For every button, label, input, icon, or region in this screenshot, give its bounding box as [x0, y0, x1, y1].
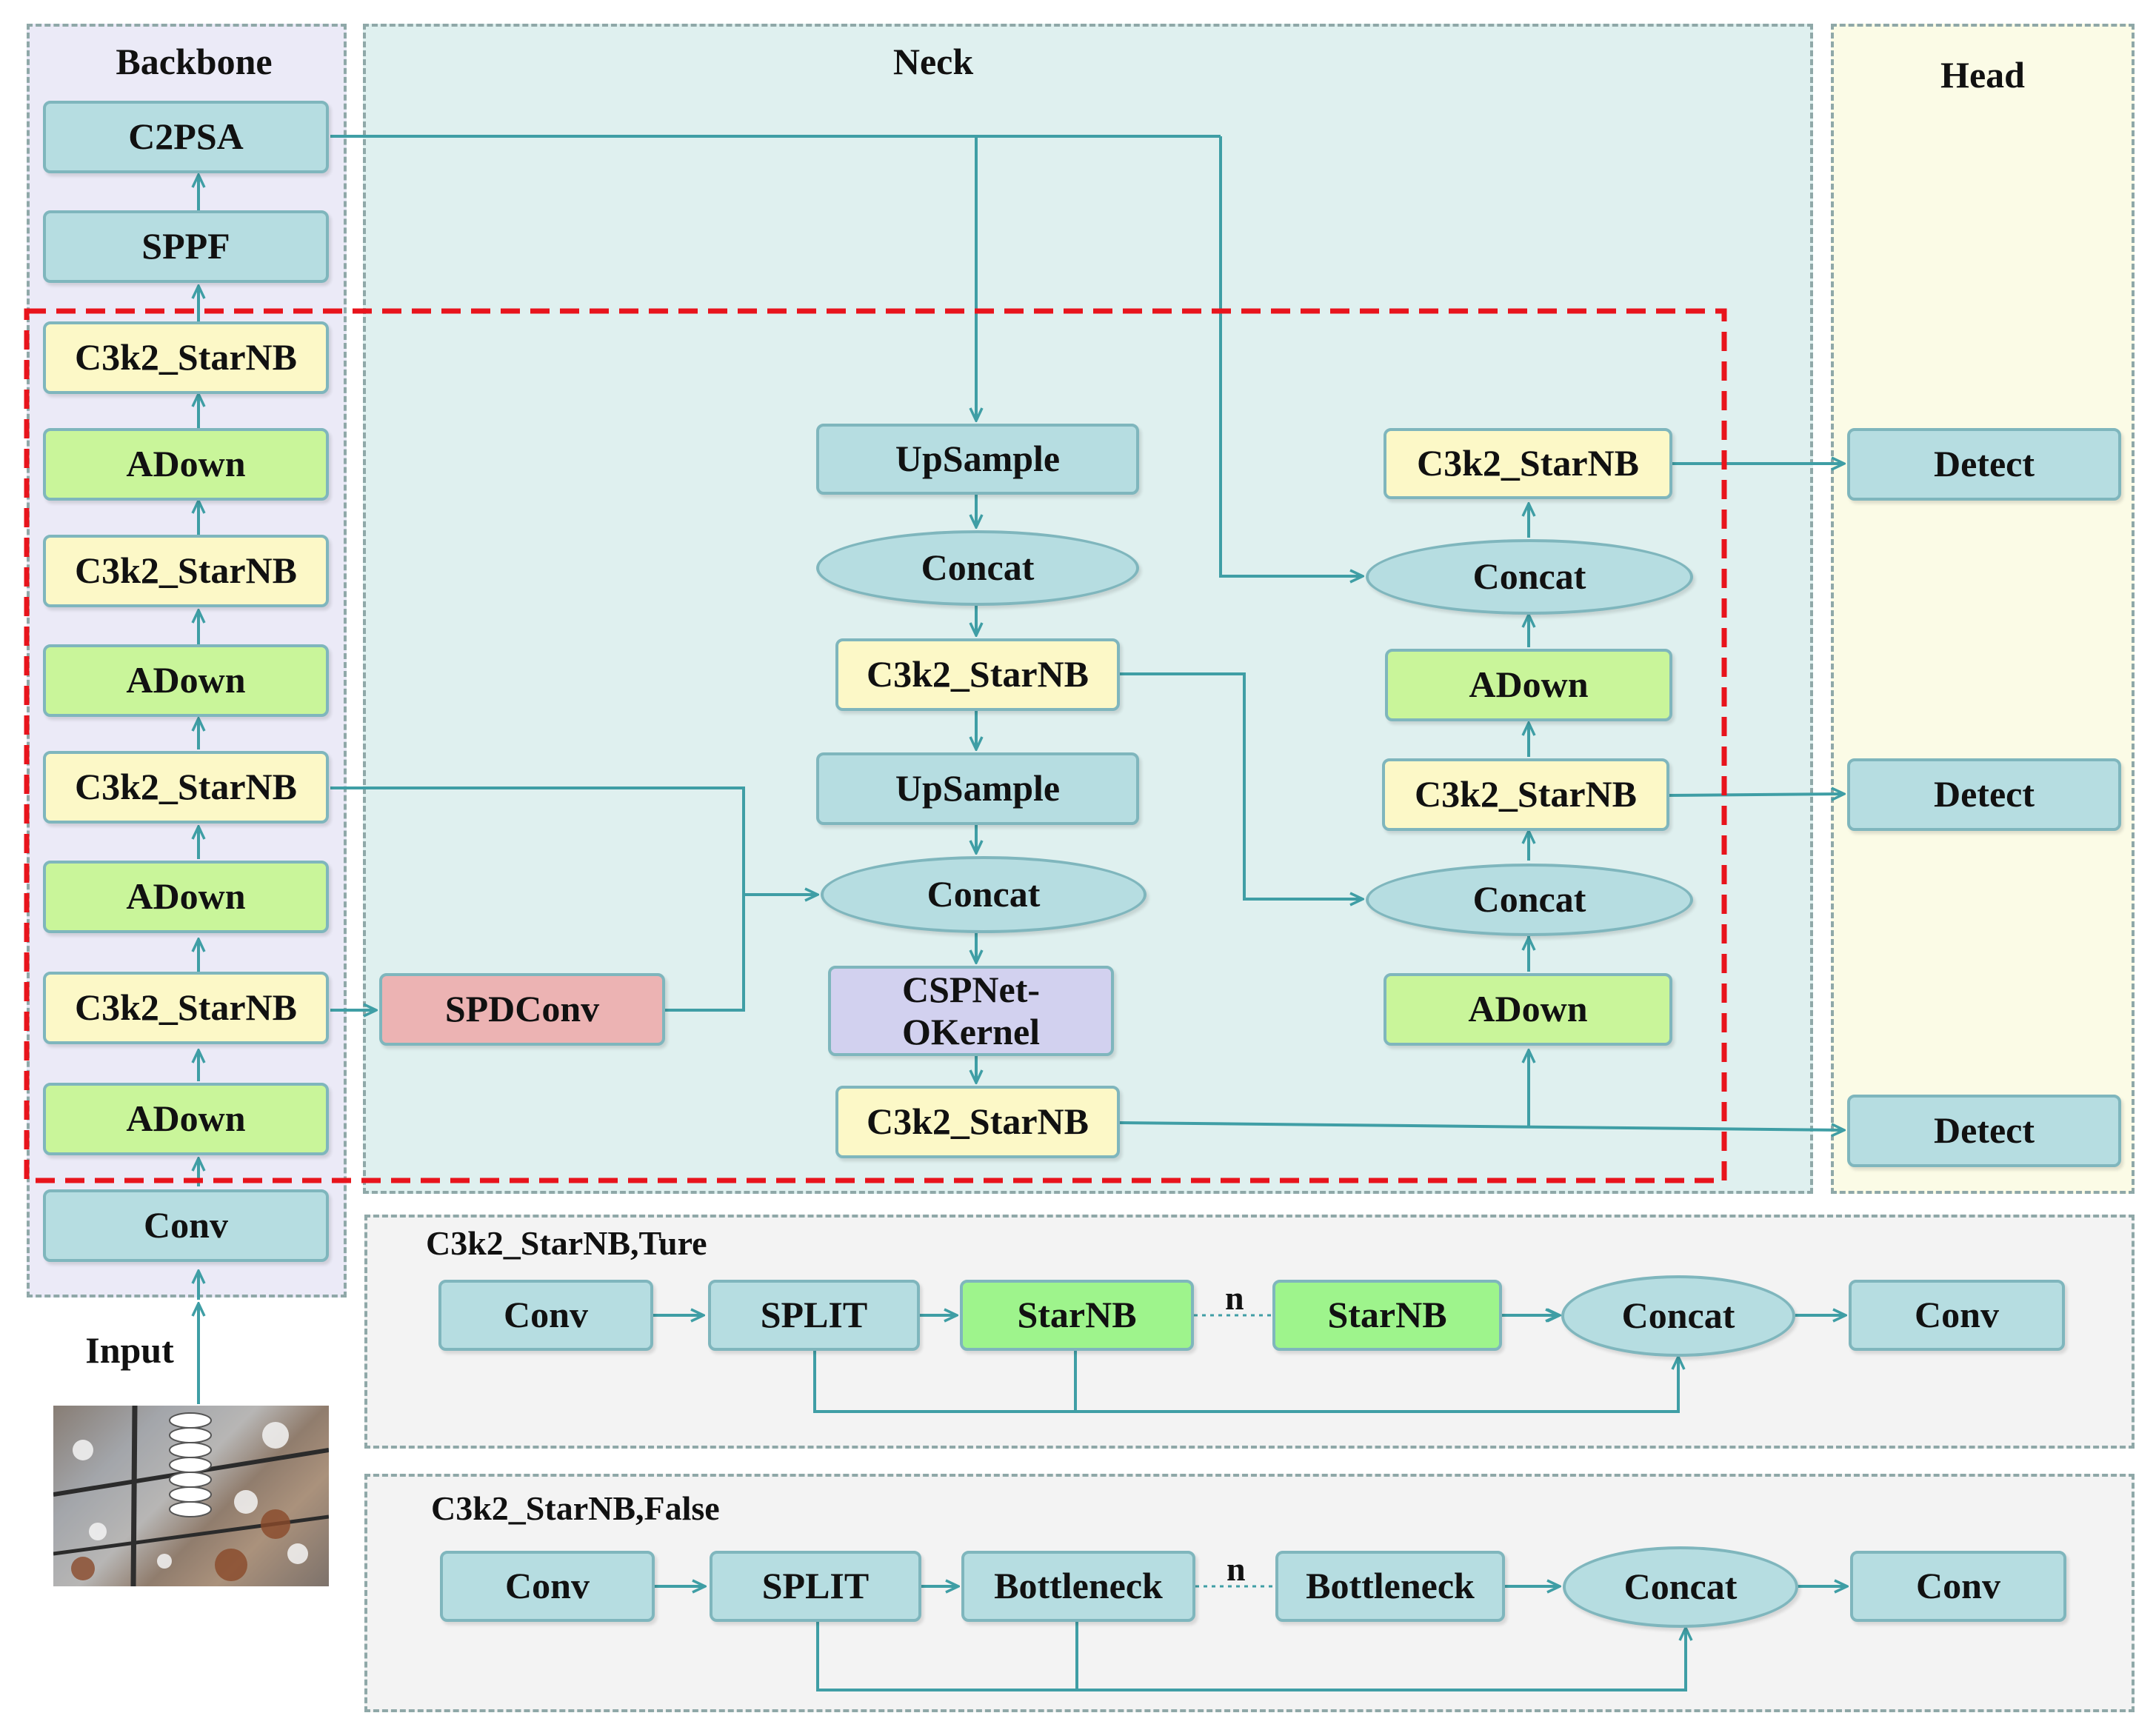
true-split-block: SPLIT — [708, 1280, 920, 1351]
backbone-c3k2-block-2: C3k2_StarNB — [43, 535, 329, 607]
true-conv-out-block: Conv — [1849, 1280, 2065, 1351]
backbone-conv-block: Conv — [43, 1189, 329, 1262]
true-variant-title: C3k2_StarNB,Ture — [426, 1224, 707, 1262]
c2psa-block: C2PSA — [43, 101, 329, 173]
backbone-adown-block-1: ADown — [43, 428, 329, 501]
detect-block-3: Detect — [1847, 1095, 2121, 1167]
false-variant-title: C3k2_StarNB,False — [431, 1489, 720, 1527]
false-conv-in-block: Conv — [440, 1551, 655, 1622]
spdconv-block: SPDConv — [379, 973, 665, 1046]
input-image — [53, 1406, 329, 1586]
backbone-adown-block-3: ADown — [43, 861, 329, 933]
neck-upsample-block-1: UpSample — [816, 424, 1139, 495]
head-title: Head — [1940, 54, 2025, 96]
neck-concat-node-mid: Concat — [1366, 864, 1693, 936]
backbone-title: Backbone — [116, 41, 273, 82]
detect-block-1: Detect — [1847, 428, 2121, 501]
true-variant-panel — [364, 1215, 2135, 1449]
true-repeat-n-label: n — [1225, 1279, 1244, 1317]
backbone-adown-block-2: ADown — [43, 644, 329, 717]
false-concat-node: Concat — [1563, 1546, 1798, 1628]
neck-c3k2-block-1: C3k2_StarNB — [835, 638, 1120, 711]
cspnet-okernel-label: CSPNet- OKernel — [901, 968, 1041, 1053]
true-concat-node: Concat — [1561, 1275, 1795, 1357]
true-starnb-block-1: StarNB — [960, 1280, 1194, 1351]
false-repeat-n-label: n — [1226, 1550, 1246, 1588]
sppf-block: SPPF — [43, 210, 329, 283]
backbone-c3k2-block-1: C3k2_StarNB — [43, 321, 329, 394]
neck-c3k2-block-top: C3k2_StarNB — [1384, 428, 1672, 499]
neck-c3k2-block-2: C3k2_StarNB — [835, 1086, 1120, 1158]
head-panel — [1831, 24, 2135, 1194]
false-split-block: SPLIT — [710, 1551, 921, 1622]
neck-adown-block-bottom: ADown — [1384, 973, 1672, 1046]
neck-concat-node-1: Concat — [816, 530, 1139, 606]
detect-block-2: Detect — [1847, 758, 2121, 831]
true-starnb-block-n: StarNB — [1272, 1280, 1502, 1351]
false-bottleneck-block-1: Bottleneck — [961, 1551, 1195, 1622]
false-conv-out-block: Conv — [1850, 1551, 2066, 1622]
true-conv-in-block: Conv — [438, 1280, 653, 1351]
neck-concat-node-2: Concat — [821, 856, 1147, 933]
neck-c3k2-block-mid: C3k2_StarNB — [1382, 758, 1669, 831]
highlight-region — [24, 308, 1727, 1183]
false-bottleneck-block-n: Bottleneck — [1275, 1551, 1505, 1622]
snowy-insulator-illustration — [53, 1406, 329, 1586]
backbone-c3k2-block-3: C3k2_StarNB — [43, 751, 329, 824]
neck-concat-node-top: Concat — [1366, 539, 1693, 615]
backbone-adown-block-4: ADown — [43, 1083, 329, 1155]
neck-upsample-block-2: UpSample — [816, 752, 1139, 825]
cspnet-okernel-block: CSPNet- OKernel — [828, 966, 1114, 1056]
neck-adown-block-top: ADown — [1385, 649, 1672, 721]
neck-title: Neck — [892, 41, 974, 82]
backbone-c3k2-block-4: C3k2_StarNB — [43, 972, 329, 1044]
input-title: Input — [85, 1329, 174, 1371]
